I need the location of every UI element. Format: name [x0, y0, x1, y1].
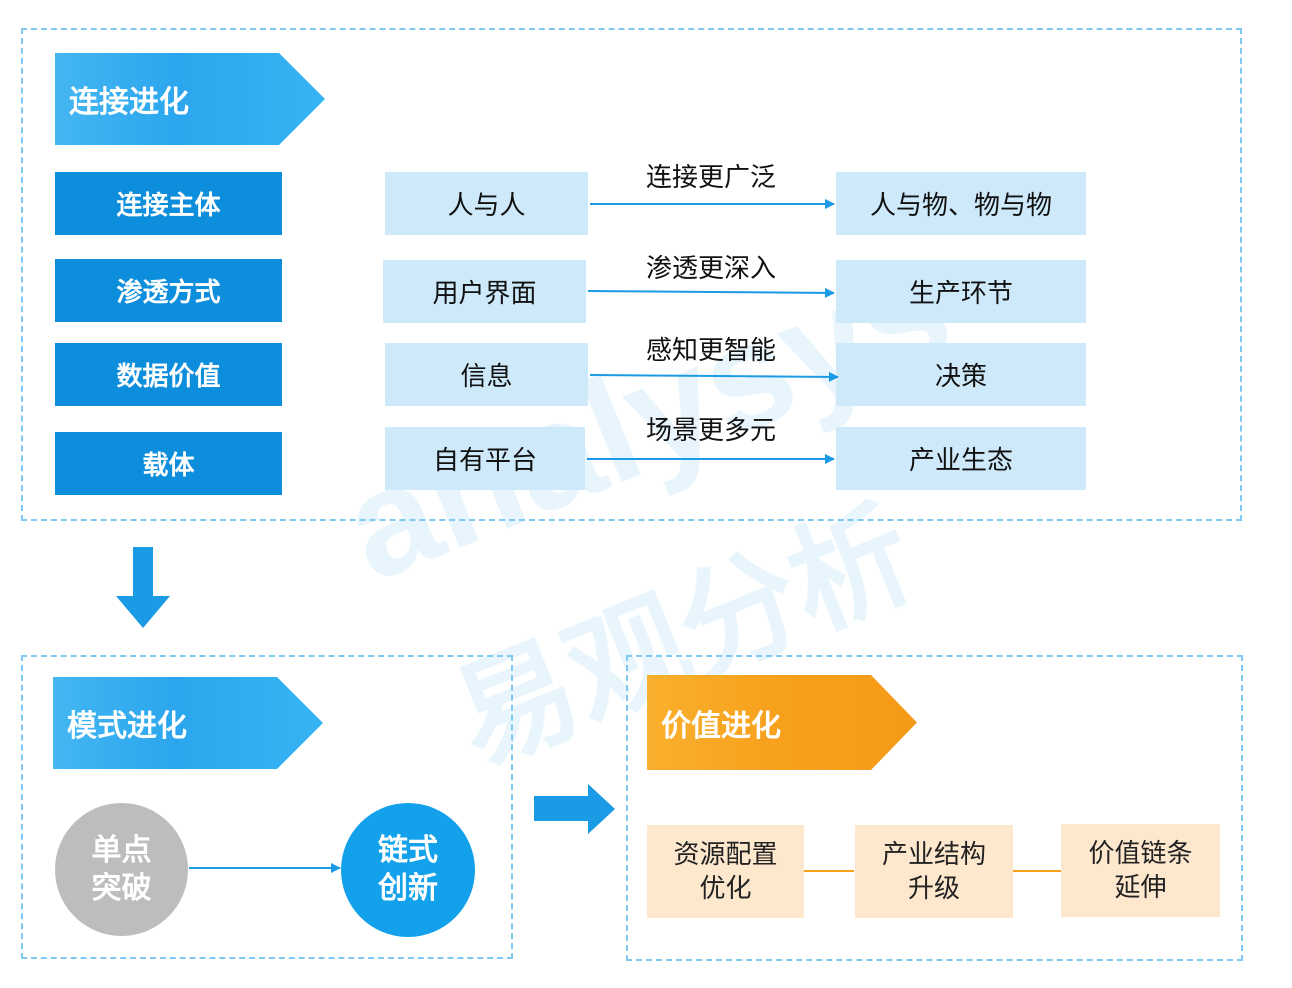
- connection-evolution-banner: 连接进化: [55, 53, 325, 145]
- mode-panel: [21, 655, 513, 959]
- category-connection-subject: 连接主体: [55, 172, 282, 235]
- to-person-thing: 人与物、物与物: [836, 172, 1086, 235]
- arrow-row-2: [587, 287, 835, 298]
- from-user-interface: 用户界面: [383, 260, 586, 323]
- chain-innovation-circle: 链式 创新: [341, 803, 475, 937]
- category-penetration-mode: 渗透方式: [55, 259, 282, 322]
- value-evolution-banner: 价值进化: [647, 675, 917, 770]
- connection-panel: [21, 28, 1242, 521]
- from-person-to-person: 人与人: [385, 172, 588, 235]
- mode-evolution-banner: 模式进化: [53, 677, 323, 769]
- down-arrow-icon: [116, 547, 170, 628]
- to-industry-ecosystem: 产业生态: [836, 427, 1086, 490]
- right-arrow-icon: [534, 784, 615, 834]
- label-smarter-perception: 感知更智能: [646, 336, 777, 366]
- category-carrier: 载体: [55, 432, 282, 495]
- label-diverse-scenarios: 场景更多元: [646, 416, 777, 446]
- value-chain-box: 价值链条 延伸: [1061, 824, 1220, 917]
- industry-upgrade-box: 产业结构 升级: [855, 825, 1013, 918]
- label-broader-connection: 连接更广泛: [646, 163, 777, 193]
- label-deeper-penetration: 渗透更深入: [646, 254, 777, 284]
- to-production: 生产环节: [836, 260, 1086, 323]
- resource-allocation-box: 资源配置 优化: [647, 825, 804, 918]
- from-information: 信息: [385, 343, 588, 406]
- single-point-breakthrough-circle: 单点 突破: [55, 803, 188, 936]
- from-own-platform: 自有平台: [385, 427, 585, 490]
- category-data-value: 数据价值: [55, 343, 282, 406]
- to-decision: 决策: [836, 343, 1086, 406]
- value-panel: [626, 655, 1243, 961]
- arrow-row-3: [589, 371, 839, 382]
